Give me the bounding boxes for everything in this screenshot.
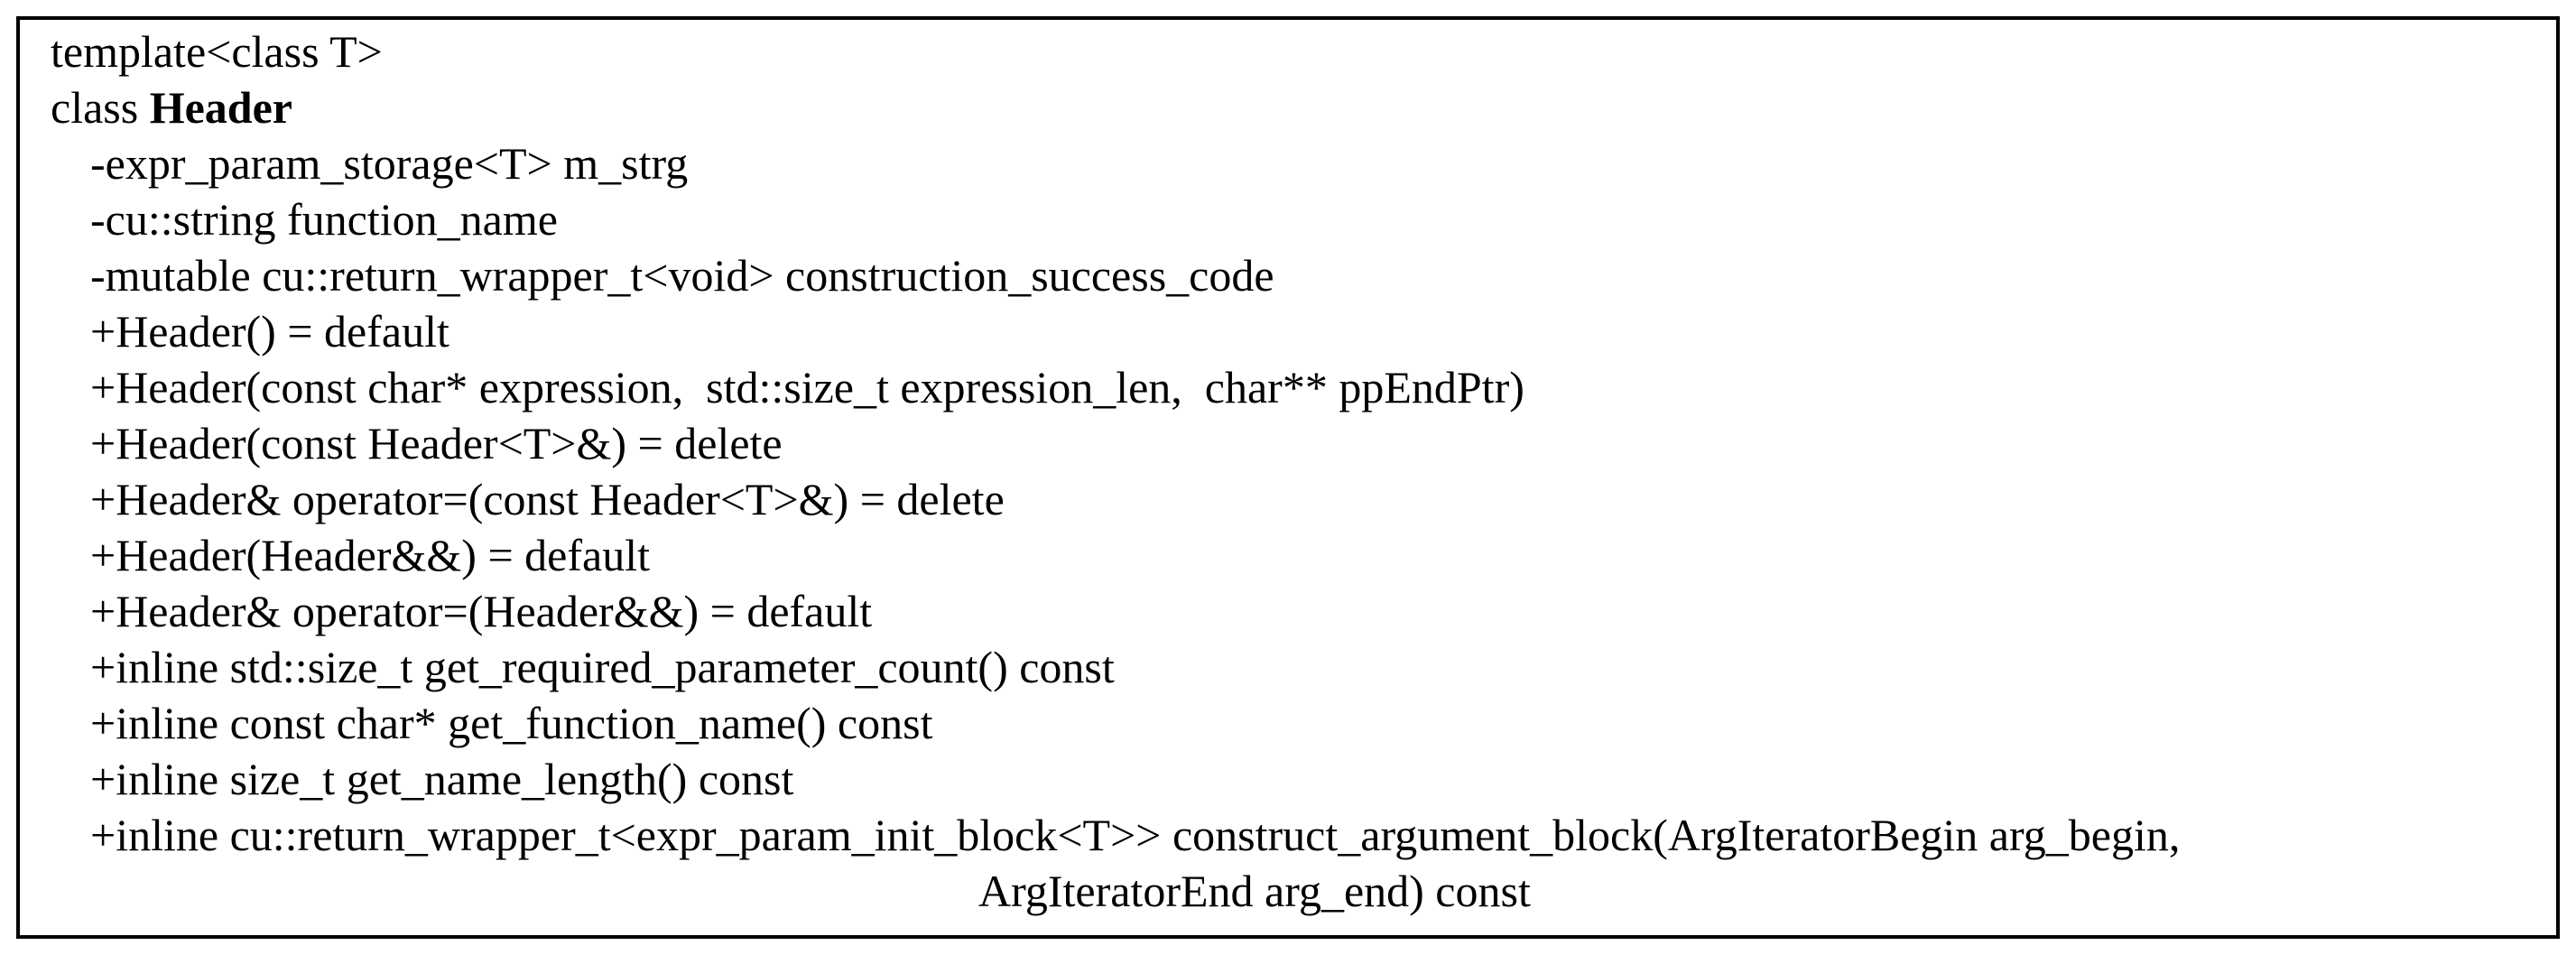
operation-get-function-name: +inline const char* get_function_name() … bbox=[90, 698, 933, 748]
class-keyword: class bbox=[51, 82, 150, 133]
operation-copy-assignment: +Header& operator=(const Header<T>&) = d… bbox=[90, 474, 1005, 524]
template-declaration: template<class T> bbox=[51, 26, 383, 77]
operation-copy-constructor: +Header(const Header<T>&) = delete bbox=[90, 418, 783, 468]
operation-default-constructor: +Header() = default bbox=[90, 306, 449, 357]
attribute-construction-success-code: -mutable cu::return_wrapper_t<void> cons… bbox=[90, 250, 1274, 301]
class-header: class Header bbox=[51, 79, 292, 135]
operation-construct-argument-block: +inline cu::return_wrapper_t<expr_param_… bbox=[90, 810, 2181, 860]
operation-expression-constructor: +Header(const char* expression, std::siz… bbox=[90, 362, 1524, 413]
class-name: Header bbox=[149, 82, 292, 133]
uml-class-box: template<class T> class Header -expr_par… bbox=[16, 16, 2560, 939]
attribute-function-name: -cu::string function_name bbox=[90, 194, 558, 245]
operation-move-constructor: +Header(Header&&) = default bbox=[90, 530, 650, 580]
operation-get-name-length: +inline size_t get_name_length() const bbox=[90, 754, 794, 804]
operation-get-required-parameter-count: +inline std::size_t get_required_paramet… bbox=[90, 642, 1115, 692]
operation-construct-argument-block-continuation: ArgIteratorEnd arg_end) const bbox=[978, 866, 1531, 916]
attribute-m-strg: -expr_param_storage<T> m_strg bbox=[90, 138, 689, 189]
operation-move-assignment: +Header& operator=(Header&&) = default bbox=[90, 586, 873, 636]
